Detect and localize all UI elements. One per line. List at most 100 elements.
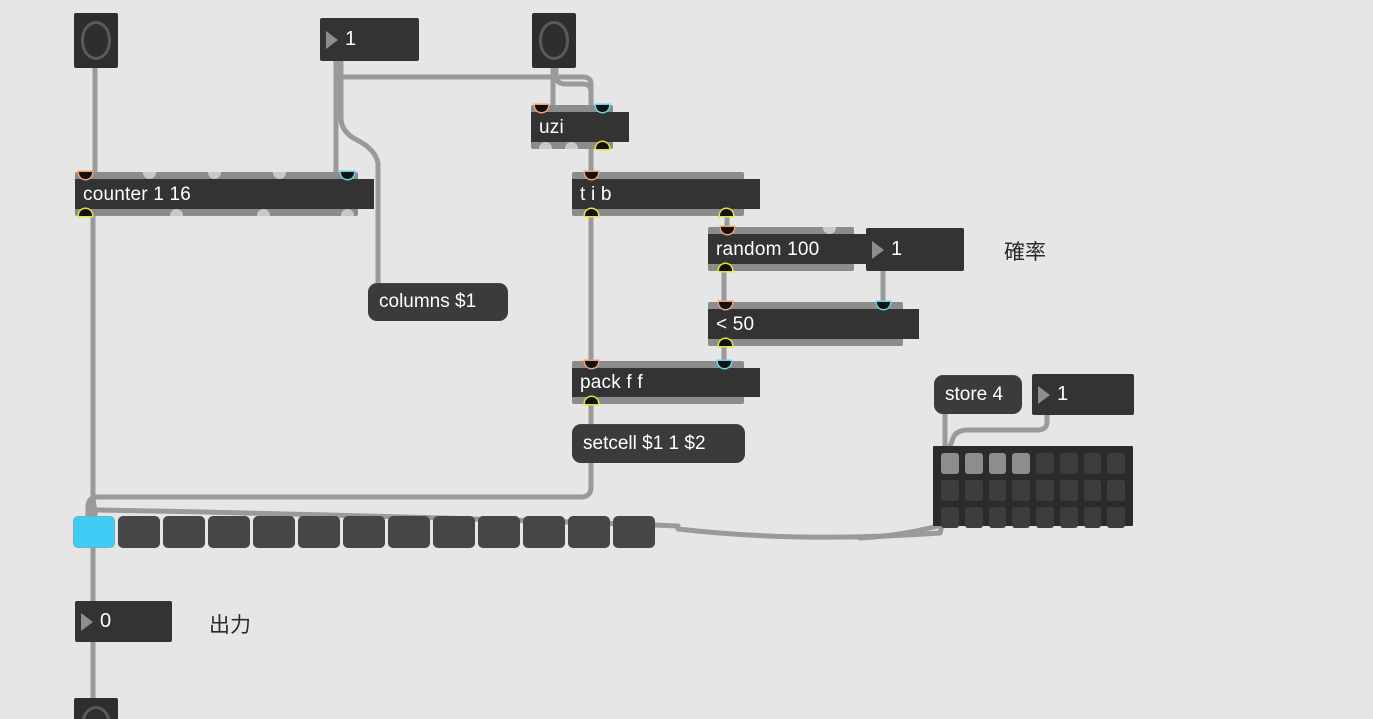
- message-store[interactable]: store 4: [934, 375, 1022, 414]
- counter-outlet-1[interactable]: [170, 209, 183, 216]
- comment-output: 出力: [209, 614, 251, 637]
- random-inlet-1[interactable]: [823, 227, 836, 234]
- message-columns[interactable]: columns $1: [368, 283, 508, 321]
- object-pack[interactable]: pack f f: [572, 361, 760, 404]
- object-less-than-label: < 50: [716, 313, 755, 335]
- number-box-triangle-icon: [81, 612, 93, 631]
- bang-ring-icon: [80, 21, 112, 60]
- step-cell-1[interactable]: [118, 516, 160, 548]
- uzi-outlet-1[interactable]: [565, 142, 578, 149]
- step-sequencer-row[interactable]: [73, 516, 655, 548]
- matrix-cell-0-7[interactable]: [1107, 453, 1125, 474]
- pack-outlet-0[interactable]: [585, 397, 598, 404]
- matrix-cell-2-7[interactable]: [1107, 507, 1125, 528]
- matrix-cell-0-0[interactable]: [941, 453, 959, 474]
- trigger-outlet-1[interactable]: [720, 209, 733, 216]
- matrix-cell-0-6[interactable]: [1083, 453, 1102, 474]
- matrix-cell-0-4[interactable]: [1036, 453, 1054, 474]
- matrixctrl-grid[interactable]: [933, 446, 1133, 528]
- uzi-outlet-2[interactable]: [596, 142, 609, 149]
- number-box-triangle-icon: [1038, 385, 1050, 404]
- step-cell-12[interactable]: [613, 516, 655, 548]
- matrix-cell-0-3[interactable]: [1012, 453, 1030, 474]
- counter-inlet-1[interactable]: [143, 172, 156, 179]
- matrix-cell-1-0[interactable]: [941, 480, 959, 501]
- matrix-cell-2-2[interactable]: [988, 507, 1007, 528]
- matrix-row-1: [941, 480, 1125, 501]
- step-cell-8[interactable]: [433, 516, 475, 548]
- matrix-cell-1-7[interactable]: [1107, 480, 1125, 501]
- object-random-label: random 100: [716, 238, 820, 260]
- matrix-cell-2-0[interactable]: [941, 507, 959, 528]
- number-box-probability[interactable]: 1: [866, 228, 964, 271]
- bang-top-left[interactable]: [74, 13, 118, 68]
- step-cell-6[interactable]: [343, 516, 385, 548]
- number-box-speed-value: 1: [345, 28, 357, 50]
- cord-setcell-to-steprow: [85, 460, 594, 519]
- pack-inlet-0[interactable]: [585, 361, 598, 368]
- number-box-output[interactable]: 0: [75, 601, 172, 642]
- counter-outlet-2[interactable]: [257, 209, 270, 216]
- lessthan-inlet-1[interactable]: [877, 302, 890, 309]
- matrix-cell-1-4[interactable]: [1036, 480, 1054, 501]
- counter-outlet-3[interactable]: [341, 209, 354, 216]
- lessthan-inlet-0[interactable]: [719, 302, 732, 309]
- matrix-cell-2-6[interactable]: [1083, 507, 1102, 528]
- matrix-cell-0-1[interactable]: [964, 453, 983, 474]
- matrix-cell-0-2[interactable]: [988, 453, 1007, 474]
- counter-inlet-3[interactable]: [273, 172, 286, 179]
- object-uzi-label: uzi: [539, 116, 564, 138]
- random-inlet-0[interactable]: [721, 227, 734, 234]
- matrix-cell-1-3[interactable]: [1012, 480, 1030, 501]
- object-uzi[interactable]: uzi: [531, 105, 629, 149]
- number-box-speed[interactable]: 1: [320, 18, 419, 61]
- matrix-cell-2-4[interactable]: [1036, 507, 1054, 528]
- object-pack-label: pack f f: [580, 372, 643, 393]
- matrix-row-0: [941, 453, 1125, 474]
- object-counter[interactable]: counter 1 16: [75, 172, 374, 216]
- matrix-cell-1-2[interactable]: [988, 480, 1007, 501]
- object-trigger[interactable]: t i b: [572, 172, 760, 216]
- counter-inlet-4[interactable]: [341, 172, 354, 179]
- number-box-store[interactable]: 1: [1032, 374, 1134, 415]
- trigger-inlet-0[interactable]: [585, 172, 598, 179]
- bang-uzi-trigger[interactable]: [532, 13, 576, 68]
- pack-inlet-1[interactable]: [718, 361, 731, 368]
- matrix-cell-2-3[interactable]: [1012, 507, 1030, 528]
- message-columns-label: columns $1: [379, 291, 477, 312]
- uzi-inlet-1[interactable]: [596, 105, 609, 112]
- matrix-cell-1-5[interactable]: [1059, 480, 1078, 501]
- lessthan-outlet-0[interactable]: [719, 339, 732, 346]
- number-box-probability-value: 1: [891, 238, 903, 260]
- counter-outlet-0[interactable]: [79, 209, 92, 216]
- bang-ring-icon: [80, 706, 112, 719]
- trigger-outlet-0[interactable]: [585, 209, 598, 216]
- counter-inlet-0[interactable]: [79, 172, 92, 179]
- matrix-cell-1-1[interactable]: [964, 480, 983, 501]
- matrix-cell-2-5[interactable]: [1059, 507, 1078, 528]
- matrix-cell-1-6[interactable]: [1083, 480, 1102, 501]
- random-outlet-0[interactable]: [719, 264, 732, 271]
- step-cell-0[interactable]: [73, 516, 115, 548]
- step-cell-10[interactable]: [523, 516, 565, 548]
- step-cell-3[interactable]: [208, 516, 250, 548]
- cord-numstore-to-matrix: [947, 411, 1050, 449]
- matrix-cell-0-5[interactable]: [1059, 453, 1078, 474]
- step-cell-4[interactable]: [253, 516, 295, 548]
- step-cell-7[interactable]: [388, 516, 430, 548]
- step-cell-9[interactable]: [478, 516, 520, 548]
- matrix-cell-2-1[interactable]: [964, 507, 983, 528]
- uzi-outlet-0[interactable]: [539, 142, 552, 149]
- step-cell-2[interactable]: [163, 516, 205, 548]
- uzi-inlet-0[interactable]: [535, 105, 548, 112]
- object-random[interactable]: random 100: [708, 227, 870, 271]
- cord-matrix-out: [857, 522, 945, 541]
- step-cell-11[interactable]: [568, 516, 610, 548]
- number-box-store-value: 1: [1057, 383, 1069, 405]
- step-cell-5[interactable]: [298, 516, 340, 548]
- bang-bottom[interactable]: [74, 698, 118, 719]
- object-less-than[interactable]: < 50: [708, 302, 919, 346]
- counter-inlet-2[interactable]: [208, 172, 221, 179]
- message-setcell[interactable]: setcell $1 1 $2: [572, 424, 745, 463]
